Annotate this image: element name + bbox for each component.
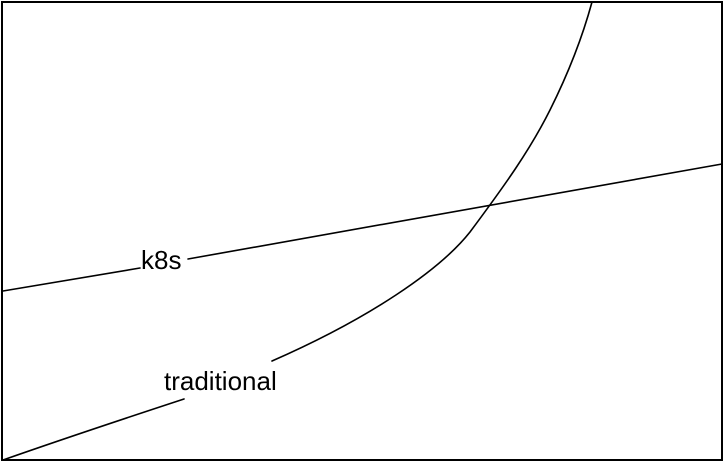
- k8s-label: k8s: [141, 245, 181, 275]
- k8s-line-segment-left: [2, 267, 141, 292]
- traditional-curve-segment-right: [271, 1, 593, 362]
- traditional-label: traditional: [164, 366, 277, 396]
- traditional-curve-segment-left: [2, 398, 185, 461]
- k8s-line-segment-right: [187, 163, 723, 260]
